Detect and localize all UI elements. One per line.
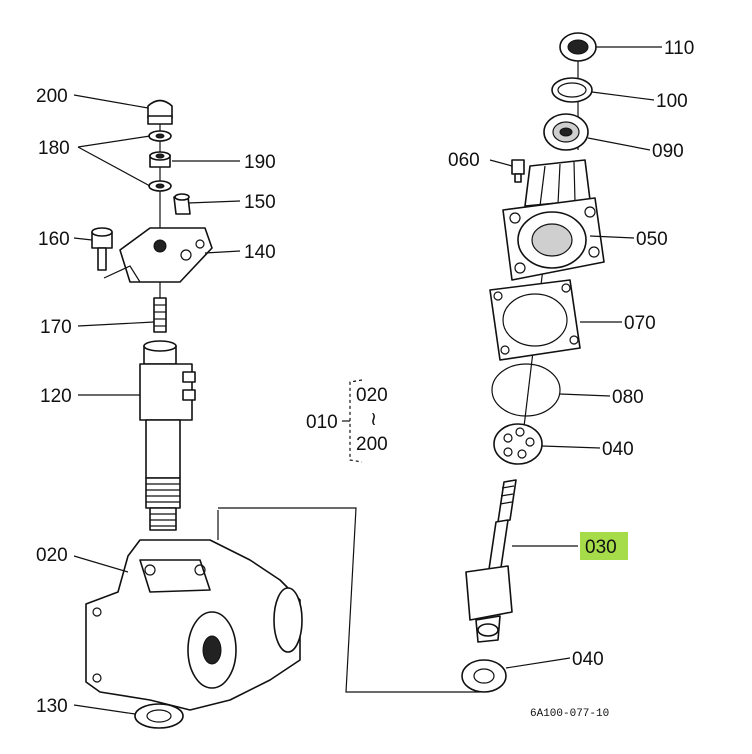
label-090[interactable]: 090 [652, 141, 684, 162]
assembly-bracket [342, 379, 363, 463]
label-040-upper[interactable]: 040 [602, 439, 634, 460]
label-130[interactable]: 130 [36, 696, 68, 717]
part-090-bearing[interactable] [543, 113, 589, 151]
part-140-cover[interactable] [103, 227, 213, 283]
part-170-screw[interactable] [153, 297, 167, 333]
label-160[interactable]: 160 [38, 229, 70, 250]
assembly-connector-line [218, 507, 480, 693]
label-080[interactable]: 080 [612, 387, 644, 408]
label-050[interactable]: 050 [636, 229, 668, 250]
label-060[interactable]: 060 [448, 150, 480, 171]
label-range-to: 200 [356, 434, 388, 455]
label-200[interactable]: 200 [36, 86, 68, 107]
part-100-snap-ring[interactable] [551, 77, 593, 103]
label-020[interactable]: 020 [36, 545, 68, 566]
part-160-bolt[interactable] [91, 227, 113, 271]
part-040-bearing-lower[interactable] [461, 659, 507, 693]
part-070-gasket[interactable] [489, 279, 581, 361]
label-070[interactable]: 070 [624, 313, 656, 334]
part-110-bearing[interactable] [559, 32, 597, 62]
part-200-cap-nut[interactable] [147, 99, 173, 125]
part-120-sector-shaft[interactable] [139, 340, 196, 531]
label-180[interactable]: 180 [38, 138, 70, 159]
part-020-gear-case[interactable] [85, 510, 303, 711]
leader-lines [73, 46, 662, 715]
part-180-washer-bottom[interactable] [148, 180, 172, 192]
part-180-washer-top[interactable] [148, 130, 172, 142]
label-100[interactable]: 100 [656, 91, 688, 112]
highlight-030 [580, 532, 628, 560]
label-140[interactable]: 140 [244, 242, 276, 263]
part-050-housing[interactable] [502, 159, 605, 281]
label-010[interactable]: 010 [306, 412, 338, 433]
label-range-tilde: ≀ [370, 409, 377, 430]
label-170[interactable]: 170 [40, 317, 72, 338]
part-080-o-ring[interactable] [491, 363, 561, 417]
label-110[interactable]: 110 [664, 38, 694, 59]
part-060-plug[interactable] [511, 159, 525, 183]
part-150-plug[interactable] [173, 193, 191, 215]
part-190-nut[interactable] [149, 151, 171, 168]
drawing-code: 6A100-077-10 [530, 708, 609, 720]
part-130-seal[interactable] [134, 703, 184, 729]
label-030[interactable]: 030 [585, 537, 617, 558]
label-150[interactable]: 150 [244, 192, 276, 213]
label-040-lower[interactable]: 040 [572, 649, 604, 670]
label-120[interactable]: 120 [40, 386, 72, 407]
part-040-bearing-upper[interactable] [493, 423, 543, 465]
part-030-worm-shaft[interactable] [465, 479, 517, 643]
label-190[interactable]: 190 [244, 152, 276, 173]
label-range-from: 020 [356, 385, 388, 406]
